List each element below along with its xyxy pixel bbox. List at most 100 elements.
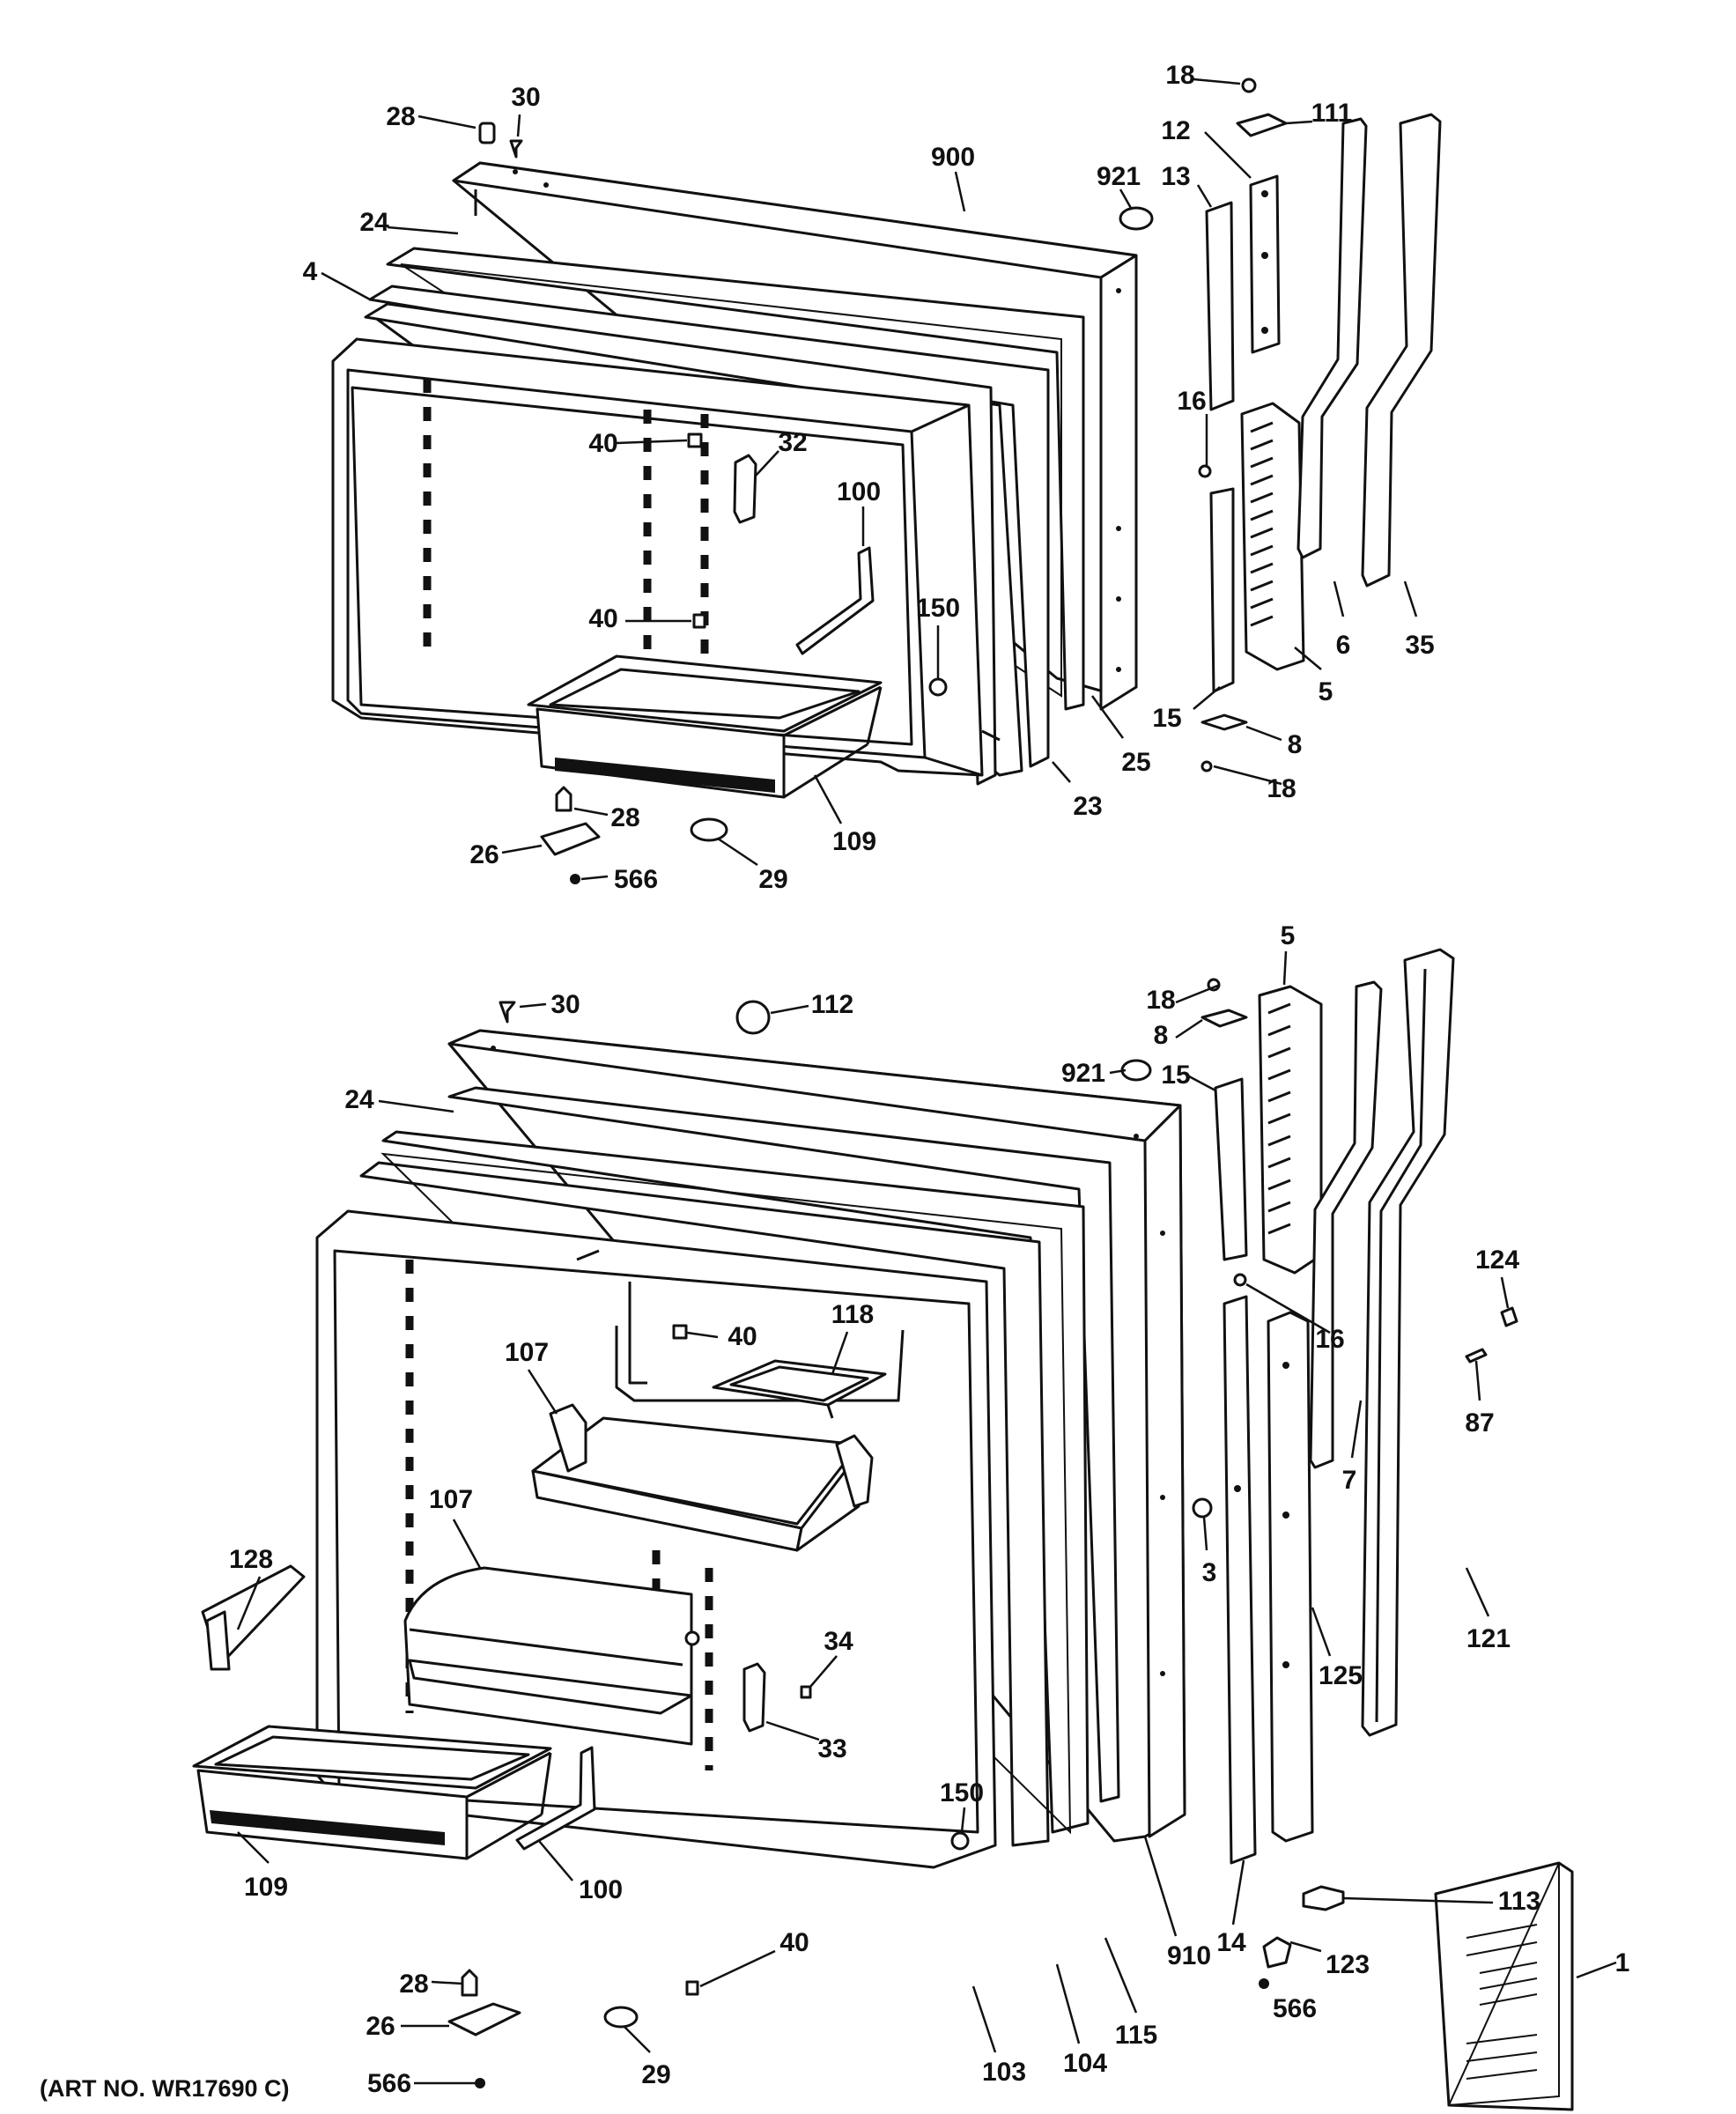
callout-921: 921 <box>1061 1059 1105 1088</box>
stop-29 <box>690 817 728 842</box>
callout-112: 112 <box>811 990 853 1019</box>
callout-107: 107 <box>429 1485 473 1514</box>
callout-13: 13 <box>1161 162 1190 191</box>
callout-35: 35 <box>1405 631 1434 660</box>
callout-8: 8 <box>1288 730 1303 759</box>
screw-18b <box>1200 760 1213 772</box>
callout-4: 4 <box>303 257 318 286</box>
callout-14: 14 <box>1216 1928 1246 1957</box>
screw-566 <box>570 874 580 884</box>
callout-128: 128 <box>229 1545 273 1574</box>
callout-921: 921 <box>1097 162 1141 191</box>
cam-8 <box>1200 713 1248 731</box>
callout-566: 566 <box>614 865 658 894</box>
grille-5 <box>1240 402 1305 671</box>
freezer-inner-frame <box>368 285 1050 768</box>
callout-24: 24 <box>344 1085 374 1114</box>
trim-lower-15 <box>1209 487 1235 693</box>
fresh-food-frame-103 <box>359 1161 1050 1847</box>
callout-113: 113 <box>1498 1887 1540 1916</box>
callout-109: 109 <box>244 1873 288 1902</box>
callout-6: 6 <box>1336 631 1351 660</box>
callout-107: 107 <box>505 1338 549 1367</box>
grille-5b <box>1258 985 1323 1275</box>
callout-121: 121 <box>1466 1624 1511 1653</box>
handle-7 <box>1309 980 1383 1469</box>
hinge-plate-26b <box>447 2002 521 2036</box>
bracket-123 <box>1262 1936 1292 1969</box>
screw-87 <box>1465 1348 1488 1364</box>
hinge-cup-28 <box>478 122 496 144</box>
bumper-3 <box>1192 1497 1213 1519</box>
freezer-bin <box>527 654 883 799</box>
callout-100: 100 <box>579 1875 623 1904</box>
callout-123: 123 <box>1326 1950 1370 1979</box>
screw-566b <box>475 2078 485 2088</box>
callout-40: 40 <box>728 1322 757 1351</box>
callout-18: 18 <box>1267 774 1296 803</box>
hinge-8b <box>1200 1009 1248 1028</box>
callout-28: 28 <box>386 102 415 131</box>
callout-900: 900 <box>931 143 975 172</box>
trim-15b <box>1214 1077 1248 1261</box>
callout-34: 34 <box>824 1627 853 1656</box>
callout-1: 1 <box>1615 1948 1630 1977</box>
clip-34 <box>800 1685 812 1699</box>
screw-150b <box>950 1831 970 1851</box>
callout-18: 18 <box>1146 986 1175 1015</box>
callout-5: 5 <box>1281 921 1296 950</box>
callout-23: 23 <box>1073 792 1102 821</box>
screw-566c <box>1259 1978 1269 1989</box>
hinge-pin-28 <box>555 786 573 812</box>
screw-16 <box>1198 464 1212 478</box>
callout-40: 40 <box>779 1928 809 1957</box>
clip-40-upper <box>687 432 703 448</box>
shelf-bracket-32 <box>733 454 757 524</box>
callout-16: 16 <box>1315 1325 1344 1354</box>
callout-29: 29 <box>758 865 787 894</box>
clip-40c <box>672 1324 688 1340</box>
screw-30 <box>509 139 523 159</box>
callout-28: 28 <box>399 1970 428 1999</box>
trim-13 <box>1205 201 1235 411</box>
freezer-gasket <box>386 247 1085 711</box>
callout-26: 26 <box>366 2012 395 2041</box>
callout-150: 150 <box>916 594 960 623</box>
owners-manual-1 <box>1434 1861 1574 2111</box>
screw-18 <box>1241 78 1257 93</box>
fresh-food-bin-109 <box>192 1725 552 1860</box>
callout-30: 30 <box>550 990 580 1019</box>
callout-40: 40 <box>588 604 617 633</box>
bracket-33 <box>742 1662 766 1733</box>
screw-30b <box>499 1001 516 1024</box>
shelf-107-upper <box>531 1403 874 1552</box>
callout-103: 103 <box>982 2058 1026 2087</box>
leader-lines <box>236 78 1617 2085</box>
fresh-food-door-assembly <box>192 948 1574 2111</box>
bracket-125 <box>1267 1311 1314 1843</box>
callout-7: 7 <box>1342 1466 1357 1495</box>
fresh-food-frame-104 <box>381 1130 1090 1834</box>
callout-87: 87 <box>1465 1408 1494 1438</box>
callout-910: 910 <box>1167 1941 1211 1970</box>
callout-8: 8 <box>1154 1021 1169 1050</box>
callout-124: 124 <box>1475 1245 1519 1275</box>
hinge-plate-26 <box>540 822 601 856</box>
callout-115: 115 <box>1115 2021 1157 2050</box>
fresh-food-gasket <box>447 1086 1120 1803</box>
callout-33: 33 <box>817 1734 846 1763</box>
butter-door-128 <box>201 1564 306 1671</box>
callout-5: 5 <box>1319 677 1333 706</box>
plug-button <box>1119 206 1154 231</box>
callout-32: 32 <box>778 428 807 457</box>
callout-16: 16 <box>1177 387 1206 416</box>
grille-slots <box>1250 421 1274 627</box>
stop-29b <box>603 2006 639 2029</box>
egg-tray-118 <box>712 1359 887 1419</box>
callout-111: 111 <box>1311 99 1353 128</box>
screw-16b <box>1233 1273 1247 1287</box>
callout-18: 18 <box>1165 61 1194 90</box>
clip-40d <box>685 1980 699 1996</box>
callout-125: 125 <box>1319 1661 1363 1690</box>
